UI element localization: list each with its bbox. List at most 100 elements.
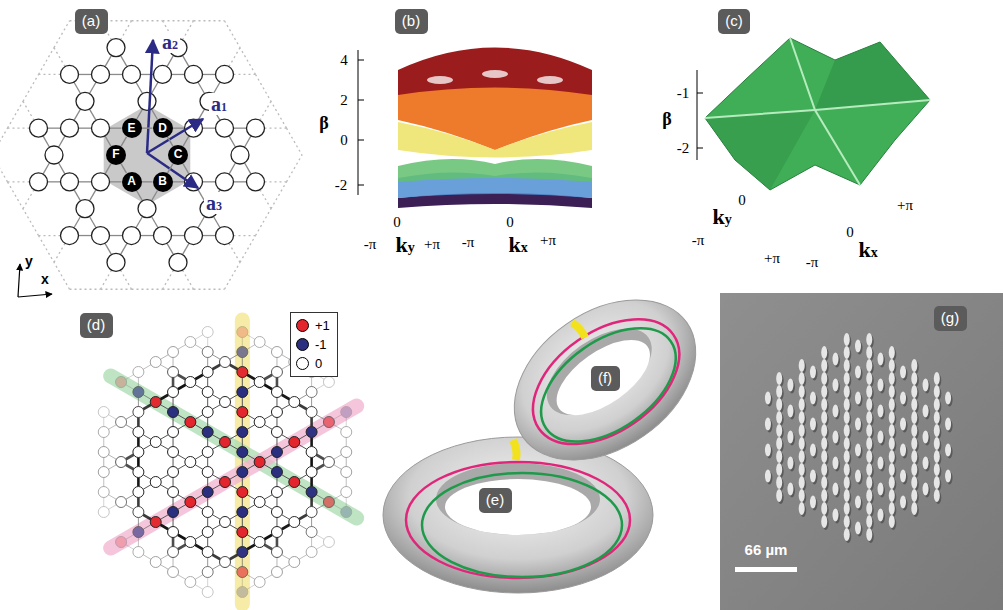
waveguide-dot	[934, 489, 940, 502]
lattice-site	[168, 447, 179, 458]
waveguide-dot	[934, 424, 940, 437]
lattice-bond	[225, 21, 241, 48]
node-text: (a)	[82, 13, 100, 30]
scale-label: 66 µm	[745, 542, 788, 559]
lattice-bond	[79, 74, 92, 75]
waveguide-dot	[776, 476, 782, 489]
waveguide-dot	[855, 366, 861, 379]
lattice-bond	[203, 235, 216, 236]
lattice-bond	[276, 358, 277, 367]
lattice-bond	[48, 128, 61, 129]
node-text: (g)	[941, 310, 959, 327]
lattice-bond	[109, 425, 117, 430]
lattice-site	[61, 173, 79, 191]
lattice-bond	[276, 518, 277, 527]
waveguide-dot	[911, 437, 917, 450]
band-structure	[427, 76, 453, 84]
lattice-bond	[299, 435, 307, 440]
lattice-site	[271, 487, 282, 498]
waveguide-dot	[776, 463, 782, 476]
loop-path	[310, 498, 313, 507]
lattice-bond	[203, 128, 216, 129]
panel-label: (b)	[395, 9, 428, 34]
lattice-bond	[247, 335, 255, 340]
waveguide-dot	[889, 385, 895, 398]
lattice-site	[185, 497, 196, 508]
waveguide-dot	[878, 457, 884, 470]
lattice-site	[138, 200, 156, 218]
waveguide-dot	[844, 333, 850, 346]
lattice-bond	[230, 515, 238, 520]
site-circle: B	[153, 172, 173, 192]
waveguide-dot	[878, 483, 884, 496]
lattice-bond	[39, 74, 61, 75]
lattice-bond	[126, 425, 134, 430]
lattice-site	[98, 407, 109, 418]
lattice-bond	[207, 338, 208, 347]
lattice-bond	[79, 128, 92, 129]
lattice-bond	[103, 478, 104, 487]
lattice-site	[254, 417, 265, 428]
waveguide-dot	[844, 346, 850, 359]
loop-path	[143, 405, 151, 410]
lattice-bond	[225, 262, 241, 289]
lattice-bond	[0, 155, 8, 182]
lattice-bond	[207, 458, 208, 467]
lattice-site	[289, 397, 300, 408]
lattice-site	[107, 253, 125, 271]
lattice-site	[271, 467, 282, 478]
waveguide-dot	[855, 340, 861, 353]
lattice-site	[254, 457, 265, 468]
lattice-bond	[163, 20, 194, 21]
axis-arrow	[18, 294, 52, 297]
waveguide-dot	[923, 483, 929, 496]
waveguide-dot	[844, 463, 850, 476]
lattice-bond	[282, 475, 290, 480]
lattice-site	[341, 507, 352, 518]
loop-path	[137, 438, 140, 447]
panel-label: (a)	[75, 9, 108, 34]
tick-label: 0	[393, 214, 401, 231]
lattice-site	[306, 507, 317, 518]
lattice-bond	[276, 478, 277, 487]
lattice-bond	[247, 505, 255, 510]
lattice-bond	[59, 136, 66, 147]
lattice-bond	[126, 385, 134, 390]
loop-path	[264, 375, 272, 380]
lattice-bond	[346, 478, 347, 487]
lattice-site	[306, 467, 317, 478]
waveguide-dot	[866, 333, 872, 346]
waveguide-dot	[799, 411, 805, 424]
waveguide-dot	[945, 470, 951, 483]
lattice-bond	[126, 375, 134, 380]
waveguide-dot	[911, 463, 917, 476]
lattice-bond	[74, 190, 81, 201]
waveguide-dot	[821, 489, 827, 502]
lattice-site	[220, 557, 231, 568]
lattice-bond	[264, 505, 272, 510]
tick-label: +π	[897, 197, 913, 214]
waveguide-dot	[866, 359, 872, 372]
lattice-bond	[138, 518, 139, 527]
lattice-bond	[195, 425, 203, 430]
lattice-site	[220, 397, 231, 408]
lattice-bond	[212, 405, 220, 410]
lattice-site	[92, 65, 110, 83]
axis-label: β	[662, 110, 671, 130]
waveguide-dot	[900, 418, 906, 431]
waveguide-dot	[799, 385, 805, 398]
lattice-bond	[163, 289, 194, 290]
lattice-bond	[242, 458, 243, 467]
lattice-bond	[109, 495, 117, 500]
highlight-strip	[111, 376, 357, 518]
lattice-site	[237, 427, 248, 438]
waveguide-dot	[787, 431, 793, 444]
lattice-site	[237, 587, 248, 598]
lattice-site	[220, 477, 231, 488]
waveguide-dot	[821, 398, 827, 411]
lattice-bond	[316, 505, 324, 510]
lattice-site	[220, 357, 231, 368]
lattice-bond	[282, 365, 290, 370]
waveguide-dot	[844, 359, 850, 372]
lattice-site	[202, 347, 213, 358]
